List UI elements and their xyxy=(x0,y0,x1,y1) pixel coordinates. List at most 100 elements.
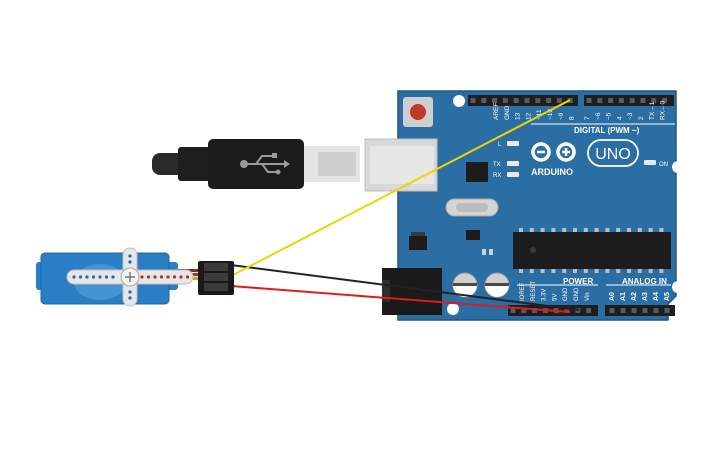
microcontroller-chip xyxy=(513,232,671,269)
led-label-rx: RX xyxy=(493,173,501,179)
capacitor xyxy=(484,272,510,298)
chip-pin xyxy=(659,269,664,273)
chip-pin xyxy=(573,269,577,273)
chip-pin xyxy=(605,269,610,273)
header-pin-hole[interactable] xyxy=(651,98,657,103)
chip-pin xyxy=(573,228,577,232)
analog-pin-label: A2 xyxy=(631,292,638,301)
chip-pin xyxy=(540,269,545,273)
header-pin-hole[interactable] xyxy=(629,98,635,103)
header-pin-hole[interactable] xyxy=(608,98,614,103)
header-pin-hole[interactable] xyxy=(620,308,626,313)
digital-header-left xyxy=(468,95,578,106)
servo-connector-slot xyxy=(204,263,228,271)
chip-pin xyxy=(594,269,599,273)
voltage-regulator-tab xyxy=(411,232,425,236)
header-pin-hole[interactable] xyxy=(642,308,648,313)
reset-button[interactable] xyxy=(410,104,426,120)
horn-hole xyxy=(85,275,89,279)
signal-wire[interactable] xyxy=(230,99,571,277)
header-pin-hole[interactable] xyxy=(609,308,615,313)
power-jack-opening xyxy=(382,280,390,302)
led-label-l: L xyxy=(498,142,502,148)
chip-pin xyxy=(583,269,588,273)
analog-label: ANALOG IN xyxy=(622,277,667,286)
digital-pin-holes xyxy=(470,98,668,103)
horn-hole xyxy=(128,254,132,258)
header-pin-hole[interactable] xyxy=(546,98,552,103)
header-pin-hole[interactable] xyxy=(597,98,603,103)
header-pin-hole[interactable] xyxy=(513,98,519,103)
header-pin-hole[interactable] xyxy=(556,98,562,103)
header-pin-hole[interactable] xyxy=(521,308,527,313)
usb-cable[interactable] xyxy=(152,139,360,189)
chip-pin xyxy=(562,228,567,232)
analog-header xyxy=(605,305,675,316)
chip-pin xyxy=(659,228,664,232)
micro-servo[interactable] xyxy=(36,247,234,307)
smd-chip xyxy=(466,230,480,240)
digital-pin-label: 12 xyxy=(525,112,532,120)
digital-pin-label: 2 xyxy=(638,116,645,120)
header-pin-hole[interactable] xyxy=(532,308,538,313)
header-pin-hole[interactable] xyxy=(564,308,570,313)
header-pin-hole[interactable] xyxy=(524,98,530,103)
header-pin-hole[interactable] xyxy=(502,98,508,103)
header-pin-hole[interactable] xyxy=(586,98,592,103)
usb-chip xyxy=(466,162,488,182)
horn-hole xyxy=(172,275,177,279)
header-pin-hole[interactable] xyxy=(586,308,592,313)
ground-wire[interactable] xyxy=(230,264,580,311)
header-pin-hole[interactable] xyxy=(618,98,624,103)
power-pin-label: GND xyxy=(574,287,580,301)
digital-header-right xyxy=(584,95,674,106)
usb-plug-metal-inner xyxy=(318,152,356,176)
capacitor xyxy=(452,272,478,298)
power-wire[interactable] xyxy=(230,285,571,313)
header-pin-hole[interactable] xyxy=(664,308,670,313)
header-pin-hole[interactable] xyxy=(653,308,659,313)
chip-pin xyxy=(519,269,523,273)
chip-pin xyxy=(583,228,588,232)
horn-hole xyxy=(104,275,109,279)
on-label: ON xyxy=(659,162,668,168)
usb-cable-strain-relief xyxy=(152,153,186,175)
voltage-regulator xyxy=(409,236,427,250)
led-l xyxy=(507,141,519,146)
mounting-hole xyxy=(453,95,465,107)
digital-pin-label: 4 xyxy=(616,116,623,120)
header-pin-hole[interactable] xyxy=(510,308,516,313)
wires[interactable] xyxy=(230,99,580,313)
power-pin-label: Vin xyxy=(585,292,591,301)
chip-pin xyxy=(529,228,534,232)
header-pin-hole[interactable] xyxy=(631,308,637,313)
horn-hole xyxy=(166,275,170,279)
brand-text: ARDUINO xyxy=(531,167,573,177)
mounting-hole xyxy=(672,281,684,293)
power-pin-label: 3.3V xyxy=(542,289,548,301)
header-pin-hole[interactable] xyxy=(492,98,498,103)
servo-horn-holes xyxy=(72,254,190,300)
digital-pin-label: 13 xyxy=(515,112,522,120)
header-pin-hole[interactable] xyxy=(481,98,487,103)
digital-pin-label: 7 xyxy=(584,116,591,120)
digital-header-label: DIGITAL (PWM ~) xyxy=(574,126,640,135)
digital-pin-label: 8 xyxy=(569,116,576,120)
header-pin-hole[interactable] xyxy=(535,98,541,103)
header-pin-hole[interactable] xyxy=(640,98,646,103)
usb-jack-inner xyxy=(370,146,434,184)
power-pin-label: RESET xyxy=(531,281,537,301)
horn-hole xyxy=(185,275,190,279)
header-pin-hole[interactable] xyxy=(470,98,476,103)
header-pin-hole[interactable] xyxy=(662,98,668,103)
horn-hole xyxy=(91,275,96,279)
digital-pin-label: ~9 xyxy=(558,112,565,120)
smd-resistor xyxy=(482,249,486,255)
smd-resistor xyxy=(489,249,493,255)
digital-pin-label: GND xyxy=(504,105,511,120)
chip-pin xyxy=(594,228,599,232)
